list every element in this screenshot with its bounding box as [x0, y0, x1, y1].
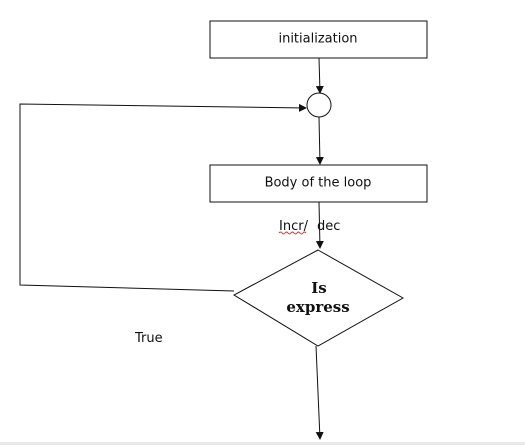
edge-exit: [315, 345, 324, 440]
decision-label-line1: Is: [311, 279, 326, 297]
body-box: [209, 164, 428, 203]
edge-loop-back: [19, 103, 307, 292]
decision-diamond: [232, 249, 405, 347]
initialization-box: [209, 20, 428, 59]
incr-dec-label-part1: Incr/: [279, 219, 309, 234]
loop-connector: [306, 92, 332, 118]
edge-init-to-connector: [315, 57, 324, 94]
initialization-label: initialization: [278, 32, 357, 47]
decision-label-line2: express: [286, 298, 349, 316]
edge-connector-to-body: [315, 116, 324, 165]
body-label: Body of the loop: [265, 176, 372, 191]
edge-body-to-decision: [315, 201, 324, 249]
spellcheck-underline: [278, 231, 307, 235]
bottom-divider: [0, 442, 525, 445]
true-label: True: [134, 331, 163, 346]
incr-dec-label-part2: dec: [317, 219, 340, 234]
